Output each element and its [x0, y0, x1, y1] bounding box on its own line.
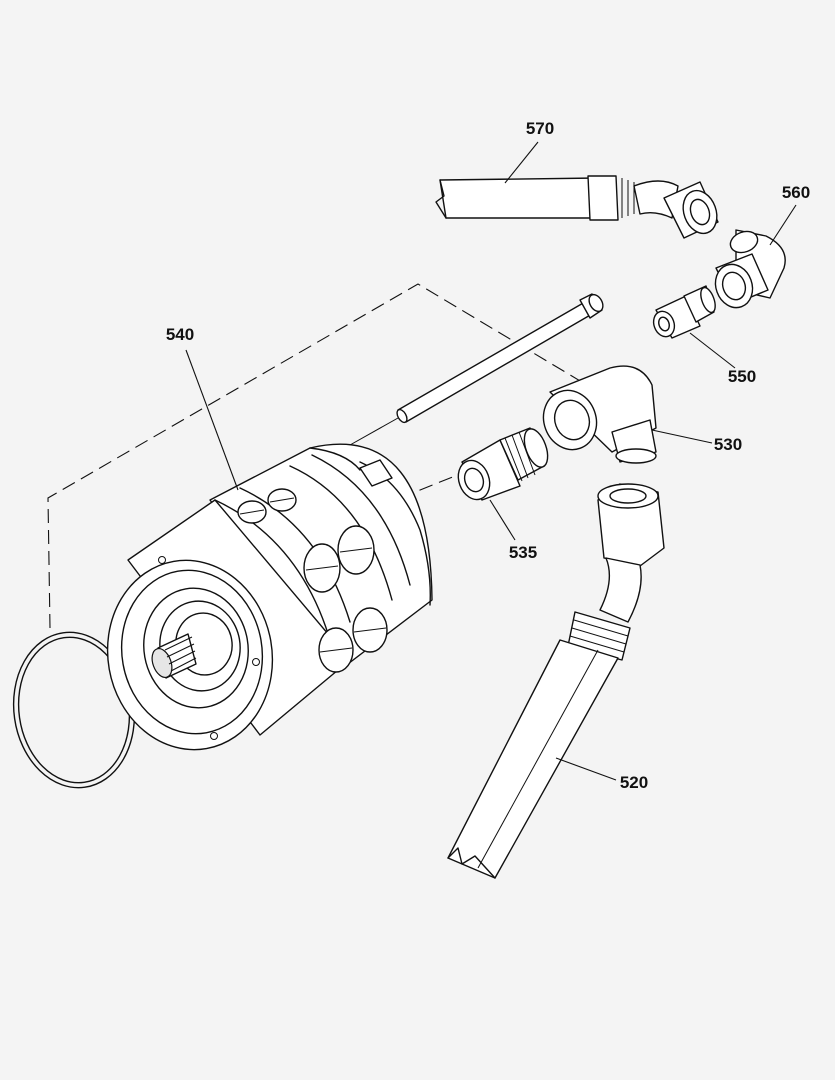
fitting-535: [457, 427, 549, 541]
label-550: 550: [728, 367, 756, 386]
label-530: 530: [714, 435, 742, 454]
long-bolt: [349, 293, 604, 446]
elbow-fitting-530: [542, 365, 713, 464]
hose-assembly-520: [447, 483, 665, 879]
label-540: 540: [166, 325, 194, 344]
label-520: 520: [620, 773, 648, 792]
label-560: 560: [782, 183, 810, 202]
pump-housing: [106, 443, 433, 751]
splined-shaft: [151, 633, 197, 679]
leader-540: [185, 349, 239, 491]
hose-assembly-570: [435, 141, 719, 239]
housing-port-holes: [237, 488, 388, 673]
fitting-550: [652, 285, 736, 369]
label-570: 570: [526, 119, 554, 138]
elbow-fitting-560: [714, 204, 797, 309]
label-535: 535: [509, 543, 537, 562]
